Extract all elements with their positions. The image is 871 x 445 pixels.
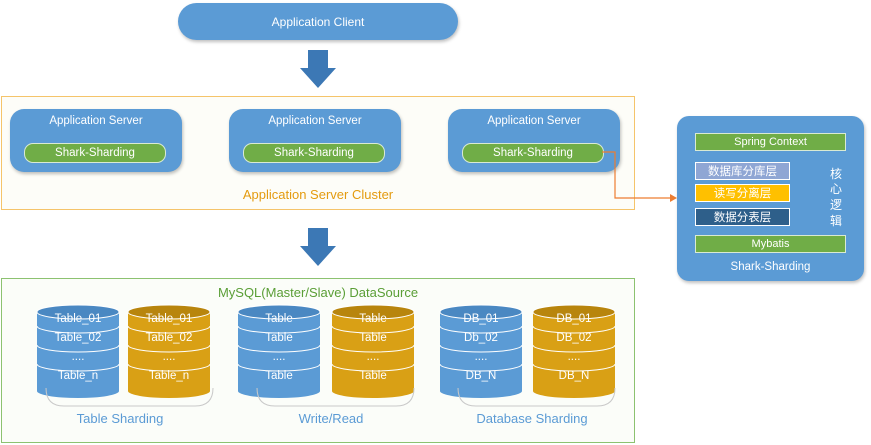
application-server-2: Application Server Shark-Sharding: [229, 109, 401, 172]
cylinder-divider: [331, 325, 415, 334]
cylinder-divider: [331, 363, 415, 372]
down-arrow-icon: [300, 50, 336, 88]
cylinder-row-label: Table_02: [55, 332, 102, 344]
cylinder-row-label: Table: [265, 370, 293, 382]
cylinder-divider: [127, 325, 211, 334]
server-title: Application Server: [268, 115, 362, 127]
cylinder-divider: [127, 344, 211, 353]
cylinder-divider: [331, 344, 415, 353]
cylinder-row-label: Table: [359, 370, 387, 382]
cylinder-row-label: ....: [273, 351, 286, 363]
cylinder-divider: [237, 344, 321, 353]
core-logic-char: 辑: [829, 214, 842, 228]
cylinder-divider: [237, 363, 321, 372]
mybatis-bar: Mybatis: [695, 235, 846, 253]
cylinder-divider: [532, 363, 616, 372]
cylinder-divider: [439, 325, 523, 334]
database-sharding-label: Database Sharding: [476, 411, 588, 426]
cylinder-row-label: Table_01: [55, 313, 102, 325]
cylinder-divider: [127, 363, 211, 372]
cylinder-divider: [532, 325, 616, 334]
datasource-label: MySQL(Master/Slave) DataSource: [217, 285, 419, 300]
cylinder-row-label: Table: [359, 332, 387, 344]
cylinder-row-label: DB_02: [556, 332, 591, 344]
application-client: Application Client: [178, 3, 458, 40]
application-server-3: Application Server Shark-Sharding: [448, 109, 620, 172]
cylinder-row-label: Table: [359, 313, 387, 325]
db-sharding-layer: 数据库分库层: [695, 162, 790, 180]
cylinder-divider: [532, 344, 616, 353]
cylinder-row-label: Table_02: [146, 332, 193, 344]
table-sharding-layer: 数据分表层: [695, 208, 790, 226]
cylinder-row-label: DB_01: [556, 313, 591, 325]
cylinder-row-label: ....: [568, 351, 581, 363]
server-cluster-label: Application Server Cluster: [242, 187, 394, 202]
cylinder-row-label: ....: [163, 351, 176, 363]
core-logic-char: 逻: [829, 198, 842, 212]
spring-context-bar: Spring Context: [695, 133, 846, 151]
cylinder-divider: [439, 344, 523, 353]
connector-arrow: [602, 151, 677, 202]
core-logic-char: 心: [829, 182, 842, 196]
cylinder-row-label: Db_02: [464, 332, 498, 344]
down-arrow-icon: [300, 228, 336, 266]
server-title: Application Server: [49, 115, 143, 127]
core-logic-char: 核: [829, 167, 842, 181]
application-server-1: Application Server Shark-Sharding: [10, 109, 182, 172]
cylinder-row-label: ....: [72, 351, 85, 363]
cylinder-row-label: Table_n: [149, 370, 189, 382]
table-sharding-label: Table Sharding: [76, 411, 164, 426]
cylinder-row-label: DB_N: [559, 370, 590, 382]
shark-sharding-module: Shark-Sharding: [24, 143, 166, 163]
cylinder-row-label: DB_N: [466, 370, 497, 382]
cylinder-row-label: Table: [265, 332, 293, 344]
cylinder-divider: [237, 325, 321, 334]
cylinder-row-label: Table_01: [146, 313, 193, 325]
shark-sharding-module: Shark-Sharding: [243, 143, 385, 163]
shark-sharding-module: Shark-Sharding: [462, 143, 604, 163]
server-title: Application Server: [487, 115, 581, 127]
read-write-split-layer: 读写分离层: [695, 184, 790, 202]
cylinder-row-label: ....: [367, 351, 380, 363]
cylinder-divider: [36, 325, 120, 334]
cylinder-divider: [439, 363, 523, 372]
write-read-label: Write/Read: [298, 411, 364, 426]
cylinder-row-label: ....: [475, 351, 488, 363]
cylinder-row-label: DB_01: [463, 313, 498, 325]
cylinder-row-label: Table_n: [58, 370, 98, 382]
cylinder-row-label: Table: [265, 313, 293, 325]
cylinder-divider: [36, 363, 120, 372]
group-brackets: [45, 387, 616, 407]
core-footer-label: Shark-Sharding: [730, 261, 811, 273]
cylinder-divider: [36, 344, 120, 353]
